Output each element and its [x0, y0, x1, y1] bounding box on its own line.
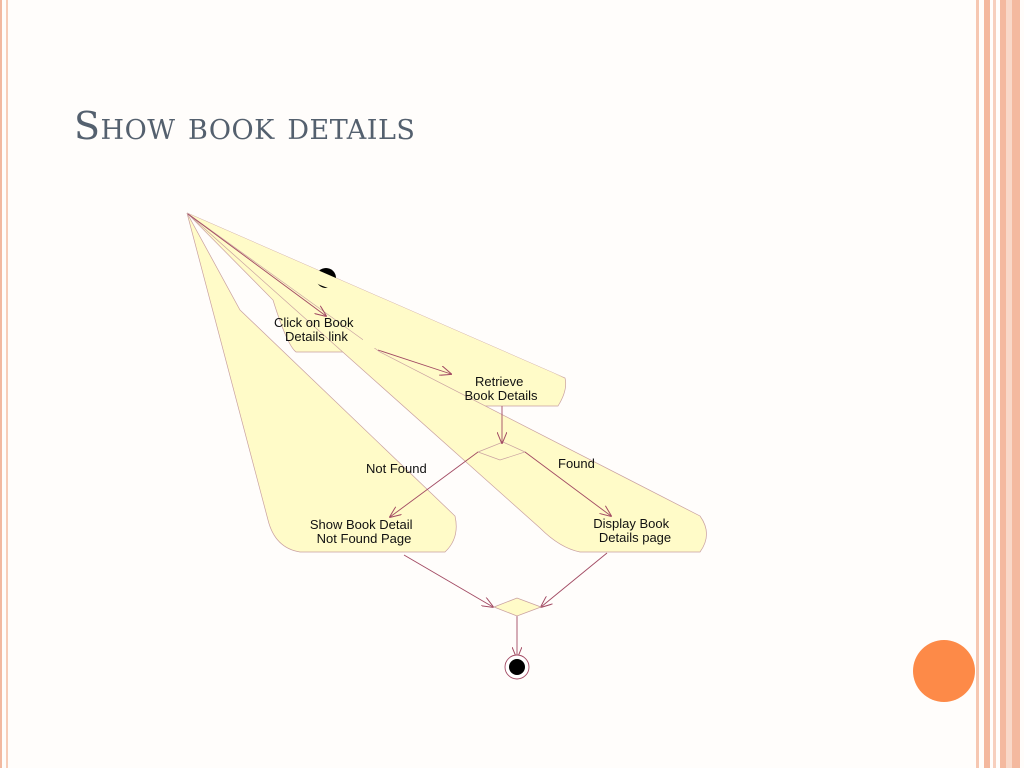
node-retrieve-label: Retrieve Book Details — [465, 374, 538, 403]
edge-click-to-retrieve — [377, 349, 451, 374]
edge-not-found — [390, 451, 479, 517]
accent-circle — [913, 640, 975, 702]
page-title: Show book details — [74, 104, 416, 148]
merge-node — [492, 597, 543, 617]
edge-notfound-to-merge — [403, 554, 493, 607]
node-display-page-label: Display Book Details page — [593, 516, 673, 545]
edge-display-to-merge — [541, 552, 608, 607]
final-node — [504, 654, 530, 680]
left-border-stripes — [0, 0, 10, 768]
edge-label-not-found: Not Found — [366, 461, 427, 476]
yellow-background-shapes — [186, 212, 707, 553]
right-border-stripes — [976, 0, 1024, 768]
node-click-link-label: Click on Book Details link — [274, 315, 357, 344]
edge-start-to-click — [187, 213, 326, 316]
node-not-found-page-label: Show Book Detail Not Found Page — [310, 517, 416, 546]
edge-found — [524, 451, 611, 516]
edge-label-found: Found — [558, 456, 595, 471]
